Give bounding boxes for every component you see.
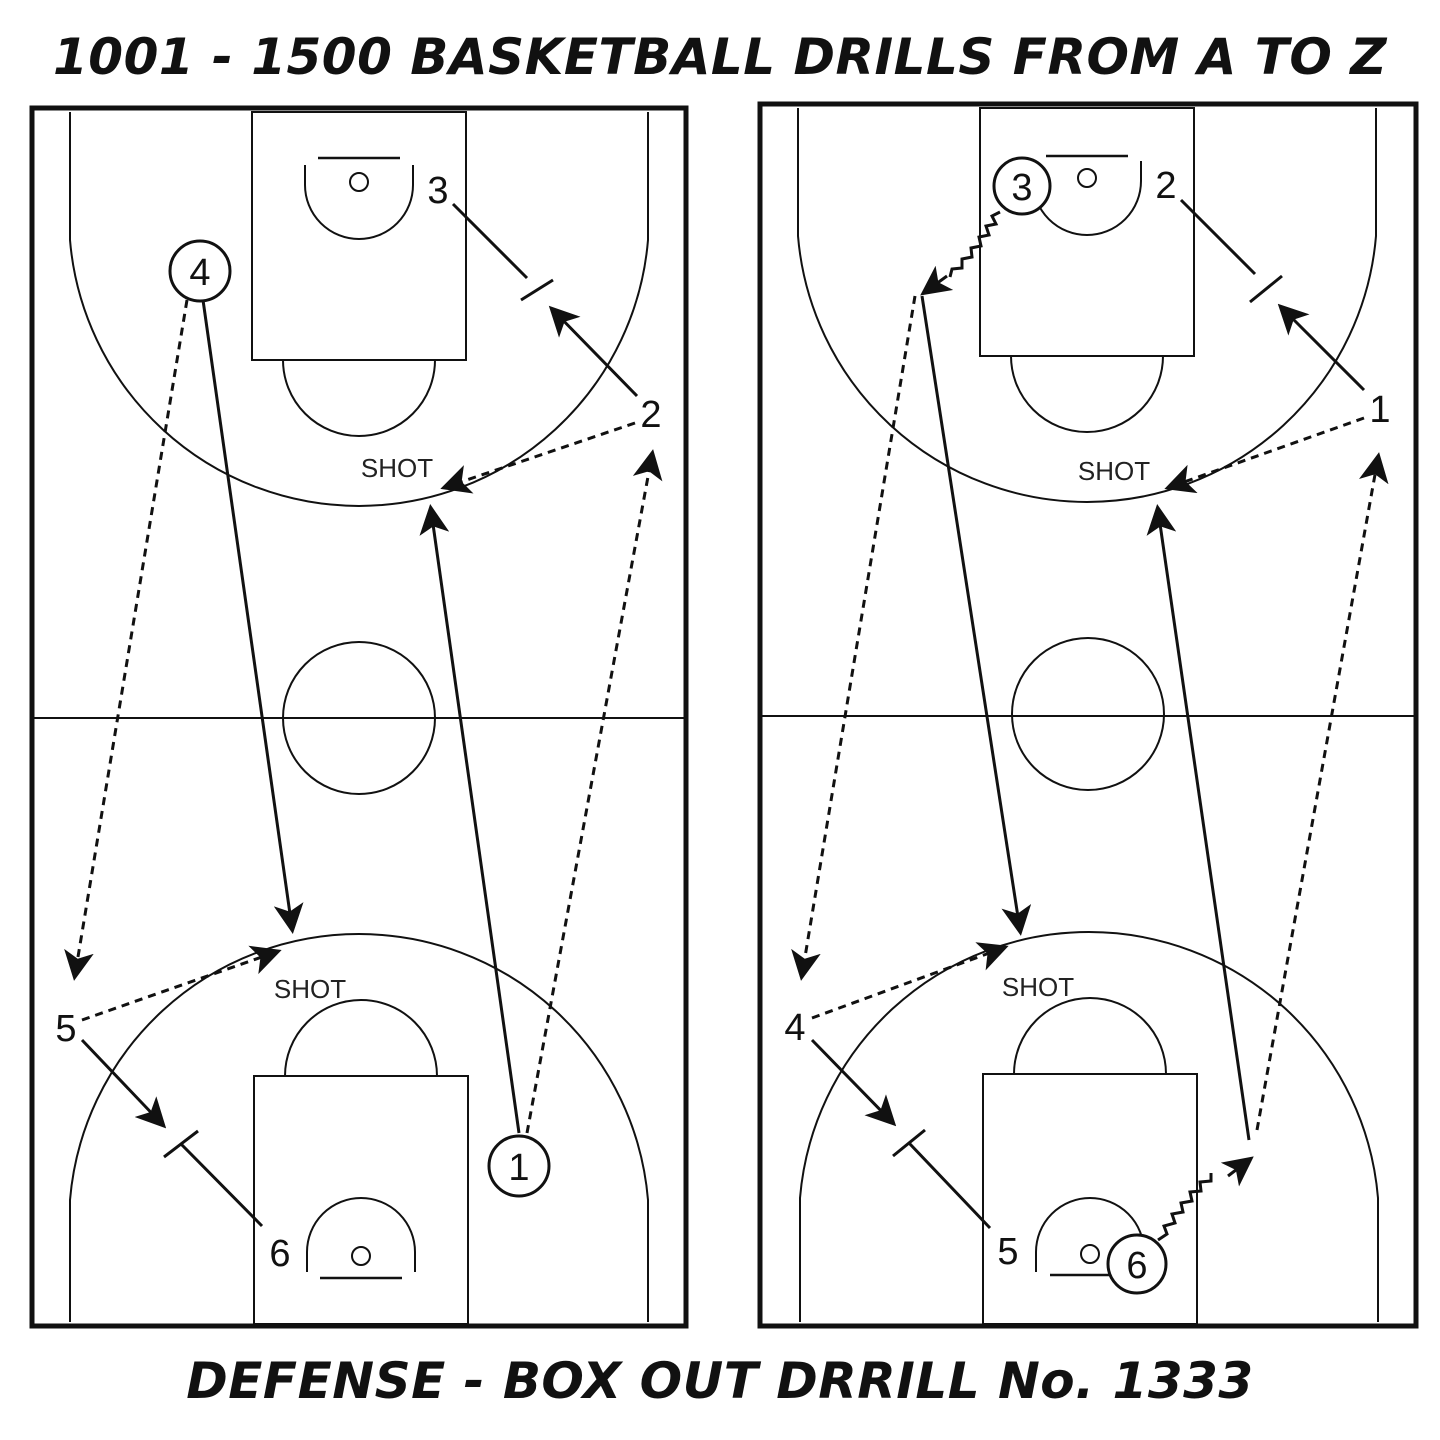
hoop-top [1077, 168, 1097, 188]
shot-label-top: SHOT [1078, 456, 1150, 486]
cut-arrow-4 [201, 299, 304, 934]
lane-bottom [253, 1075, 469, 1325]
player-4-label: 4 [189, 252, 210, 294]
lane-bottom [982, 1073, 1198, 1325]
free-throw-circle-bottom [1013, 997, 1167, 1075]
dribble-arrow-3 [920, 265, 954, 296]
right-court-players: 3 6 2 1 4 5 SHOT SHOT [784, 156, 1391, 1295]
player-4-label: 4 [784, 1007, 805, 1049]
center-circle [1011, 637, 1165, 791]
hoop-top [349, 172, 369, 192]
right-court-actions [791, 198, 1389, 1242]
shot-label-bottom: SHOT [274, 974, 346, 1004]
cut-arrow-1 [1277, 303, 1366, 392]
screen-line-6 [179, 1142, 264, 1228]
center-circle [282, 641, 436, 795]
left-court [29, 105, 689, 1329]
player-3-circle [992, 156, 1052, 216]
page-title: 1001 - 1500 BASKETBALL DRILLS FROM A TO … [52, 28, 1387, 86]
dribble-arrow-6 [1220, 1156, 1254, 1187]
restricted-area-bottom [306, 1197, 416, 1272]
restricted-area-bottom [1035, 1197, 1145, 1272]
cut-arrow-1 [419, 504, 521, 1134]
cut-arrow-2 [548, 305, 639, 398]
screen-bar-3 [520, 278, 554, 302]
three-point-line-top [797, 108, 1377, 503]
pass-arrow-4 [64, 299, 189, 981]
player-1-label: 1 [508, 1147, 529, 1189]
cut-arrow-6 [1146, 504, 1251, 1141]
hoop-bottom [1080, 1244, 1100, 1264]
restricted-area-top [1032, 161, 1142, 236]
cut-arrow-4 [810, 1038, 897, 1127]
shot-label-top: SHOT [361, 453, 433, 483]
dribble-line-6 [1157, 1173, 1213, 1242]
three-point-line-top [69, 112, 649, 507]
player-2-label: 2 [640, 394, 661, 436]
free-throw-circle-bottom [284, 999, 438, 1077]
player-2-label: 2 [1155, 165, 1176, 207]
free-throw-circle-top [282, 359, 436, 437]
three-point-line-bottom [799, 931, 1379, 1322]
player-6-circle [1106, 1233, 1168, 1295]
right-court [757, 101, 1419, 1329]
drill-caption: DEFENSE - BOX OUT DRRILL No. 1333 [186, 1352, 1254, 1410]
screen-line-5 [907, 1141, 992, 1230]
screen-line-2 [1179, 198, 1257, 276]
pass-arrow-6 [1255, 452, 1389, 1131]
player-1-label: 1 [1369, 389, 1390, 431]
player-6-label: 6 [269, 1233, 290, 1275]
player-3-label: 3 [1011, 167, 1032, 209]
pass-arrow-3 [791, 295, 917, 981]
pass-arrow-1 [525, 449, 663, 1134]
player-5-label: 5 [997, 1231, 1018, 1273]
player-6-label: 6 [1126, 1245, 1147, 1287]
lane-top [979, 107, 1195, 357]
shot-label-bottom: SHOT [1002, 972, 1074, 1002]
restricted-area-top [304, 165, 414, 240]
screen-line-3 [451, 202, 529, 280]
left-court-players: 4 1 3 2 5 6 SHOT SHOT [55, 170, 661, 1275]
cut-arrow-3 [920, 295, 1032, 936]
dribble-line-3 [948, 210, 1001, 278]
pass-arrow-5-shot [81, 945, 282, 1022]
screen-bar-2 [1249, 274, 1283, 304]
cut-arrow-5 [80, 1038, 167, 1129]
player-5-label: 5 [55, 1008, 76, 1050]
player-4-circle [168, 239, 232, 303]
pass-arrow-4-shot [811, 942, 1009, 1020]
hoop-bottom [351, 1246, 371, 1266]
three-point-line-bottom [69, 933, 649, 1322]
pass-arrow-1-shot [1164, 416, 1365, 494]
free-throw-circle-top [1010, 355, 1164, 433]
lane-top [251, 111, 467, 361]
left-court-actions [64, 202, 663, 1228]
player-3-label: 3 [427, 170, 448, 212]
player-1-circle [487, 1134, 551, 1198]
pass-arrow-2-shot [440, 421, 636, 494]
